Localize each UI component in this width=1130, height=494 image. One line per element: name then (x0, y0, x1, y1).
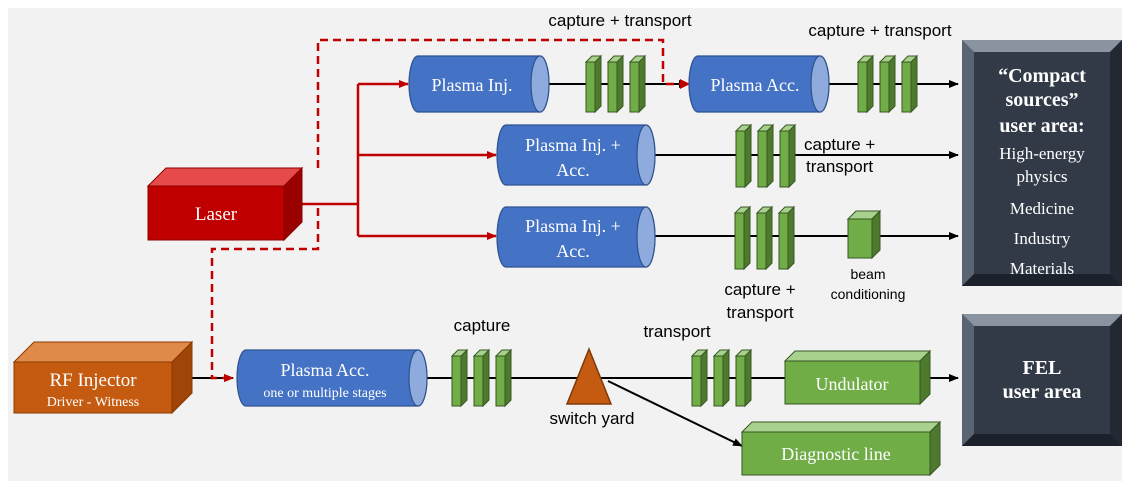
beam-conditioning-cube (846, 209, 882, 260)
magnet-plate-side (766, 123, 774, 189)
plasma-inj-acc-cylinder-2: Plasma Inj. + Acc. (496, 206, 656, 268)
fel-line1: FEL (1023, 357, 1062, 379)
magnet-plate-side (700, 348, 708, 408)
laser-dashed-to-bottom (210, 208, 320, 382)
magnet-plate-side (482, 348, 490, 408)
magnet-plate-side (638, 54, 646, 114)
plasma-acc-bottom-label: Plasma Acc. (281, 360, 370, 380)
plasma-inj-label: Plasma Inj. (432, 75, 513, 95)
laser-dashed-arrowhead (680, 79, 690, 89)
magnet-plate (857, 61, 868, 113)
magnet-plate (691, 355, 702, 407)
magnet-group-top-1 (584, 54, 647, 114)
plasma-inj-acc-cylinder-1: Plasma Inj. + Acc. (496, 124, 656, 186)
magnet-plate-side (910, 54, 918, 114)
compact-item-high-energy: High-energy (999, 144, 1085, 163)
magnet-plate (757, 130, 768, 188)
laser-lines (300, 80, 497, 240)
switch-yard-triangle (565, 346, 613, 405)
magnet-plate-side (616, 54, 624, 114)
magnet-plate (734, 212, 745, 270)
laser-dashed-lines (210, 38, 688, 382)
compact-item-industry: Industry (1014, 229, 1071, 248)
plasma-inj-acc-2-line2: Acc. (556, 241, 589, 261)
fel-line2: user area (1003, 381, 1082, 403)
magnet-plate (607, 61, 618, 113)
magnet-plate (778, 212, 789, 270)
compact-title-line3: user area: (999, 115, 1084, 137)
magnet-plate (735, 130, 746, 188)
magnet-plate-side (866, 54, 874, 114)
magnet-plate-side (788, 123, 796, 189)
magnet-group-lower (733, 205, 796, 271)
plasma-inj-acc-1-line2: Acc. (556, 160, 589, 180)
magnet-plate (451, 355, 462, 407)
magnet-plate-side (787, 205, 795, 271)
diagnostic-line-box: Diagnostic line (740, 420, 942, 477)
magnet-plate-side (888, 54, 896, 114)
transport-lower: transport (726, 303, 793, 322)
compact-item-materials: Materials (1010, 259, 1074, 278)
beam-label: beam (850, 266, 885, 282)
capture-plus-mid: capture + (804, 135, 875, 154)
transport-mid: transport (806, 157, 873, 176)
capture-transport-top-1: capture + transport (548, 11, 691, 30)
compact-item-physics: physics (1017, 167, 1068, 186)
magnet-plate-side (460, 348, 468, 408)
transport-bottom: transport (643, 322, 710, 341)
driver-witness-label: Driver - Witness (47, 395, 140, 410)
capture-bottom: capture (454, 316, 511, 335)
rf-injector-box: RF Injector Driver - Witness (12, 340, 194, 415)
magnet-plate (473, 355, 484, 407)
magnet-groups (450, 54, 919, 408)
plasma-inj-cylinder: Plasma Inj. (408, 55, 550, 113)
magnet-plate (735, 355, 746, 407)
beam-line-diagnostic (607, 380, 743, 447)
magnet-group-bottom-2 (690, 348, 753, 408)
laser-dashed-to-acc (316, 38, 688, 168)
magnet-plate-side (744, 348, 752, 408)
magnet-plate-side (744, 123, 752, 189)
laser-box: Laser (146, 166, 304, 242)
one-or-multiple-label: one or multiple stages (263, 386, 386, 401)
magnet-plate-side (743, 205, 751, 271)
capture-plus-lower: capture + (724, 280, 795, 299)
fel-user-area: FEL user area (962, 314, 1122, 446)
diagnostic-line-label: Diagnostic line (781, 444, 890, 464)
magnet-plate-side (765, 205, 773, 271)
compact-item-medicine: Medicine (1010, 199, 1074, 218)
magnet-plate-side (594, 54, 602, 114)
magnet-plate (585, 61, 596, 113)
plasma-inj-acc-1-line1: Plasma Inj. + (525, 135, 621, 155)
magnet-plate (879, 61, 890, 113)
capture-transport-top-2: capture + transport (808, 21, 951, 40)
magnet-plate-side (722, 348, 730, 408)
compact-title-line1: “Compact (998, 65, 1086, 87)
switch-yard-label: switch yard (549, 409, 634, 428)
plasma-acc-top-cylinder: Plasma Acc. (688, 55, 830, 113)
plasma-acc-bottom-cylinder: Plasma Acc. one or multiple stages (236, 349, 428, 407)
magnet-plate (756, 212, 767, 270)
magnet-group-top-2 (856, 54, 919, 114)
plasma-acc-top-label: Plasma Acc. (711, 75, 800, 95)
magnet-plate-side (504, 348, 512, 408)
magnet-plate (901, 61, 912, 113)
laser-label: Laser (195, 204, 238, 225)
magnet-plate (629, 61, 640, 113)
magnet-plate (495, 355, 506, 407)
floating-labels: capture + transport capture + transport … (454, 11, 952, 428)
compact-sources-user-area: “Compact sources” user area: High-energy… (962, 40, 1122, 286)
undulator-label: Undulator (816, 374, 889, 394)
magnet-plate (713, 355, 724, 407)
plasma-inj-acc-2-line1: Plasma Inj. + (525, 216, 621, 236)
rf-injector-label: RF Injector (49, 370, 137, 391)
compact-title-line2: sources” (1006, 89, 1079, 111)
magnet-plate (779, 130, 790, 188)
undulator-box: Undulator (783, 349, 932, 406)
conditioning-label: conditioning (831, 286, 906, 302)
magnet-group-mid (734, 123, 797, 189)
magnet-group-bottom-1 (450, 348, 513, 408)
